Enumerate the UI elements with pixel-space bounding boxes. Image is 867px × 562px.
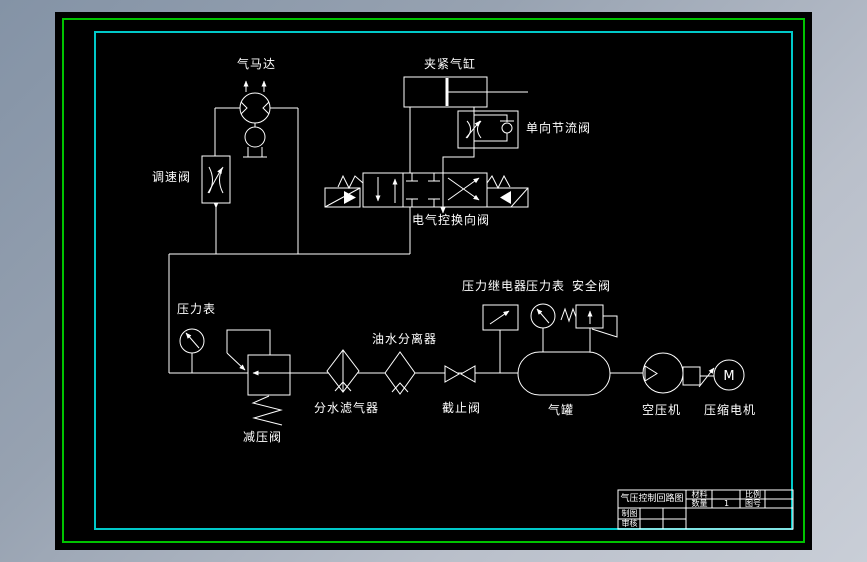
pressure-relay-symbol bbox=[483, 305, 518, 373]
label-pressure-gauge-tank: 压力表 bbox=[526, 279, 566, 293]
title-block-drafted-label: 制图 bbox=[621, 509, 638, 518]
air-filter-symbol bbox=[327, 350, 359, 392]
pressure-gauge-left-symbol bbox=[180, 329, 204, 373]
label-reducing-valve: 减压阀 bbox=[243, 430, 283, 444]
title-block-material-label: 材料 bbox=[691, 490, 708, 499]
label-air-tank: 气罐 bbox=[548, 403, 575, 417]
label-air-motor: 气马达 bbox=[237, 57, 277, 71]
air-compressor-symbol bbox=[643, 353, 683, 393]
safety-valve-symbol bbox=[561, 305, 617, 352]
motor-m-letter: M bbox=[723, 369, 734, 384]
label-air-filter: 分水滤气器 bbox=[314, 401, 380, 415]
drawing-outer-border bbox=[62, 18, 805, 543]
title-block-quantity-label: 数量 bbox=[691, 499, 708, 508]
label-safety-valve: 安全阀 bbox=[572, 279, 612, 293]
pressure-reducing-valve-symbol bbox=[227, 330, 290, 425]
title-block-drawing-no-label: 图号 bbox=[745, 499, 761, 508]
pressure-gauge-tank-symbol bbox=[531, 304, 555, 352]
electric-motor-symbol: M bbox=[714, 360, 744, 390]
label-speed-control-valve: 调速阀 bbox=[152, 170, 192, 184]
label-one-way-throttle: 单向节流阀 bbox=[526, 121, 592, 135]
label-oil-water-separator: 油水分离器 bbox=[372, 332, 438, 346]
title-block-quantity-value: 1 bbox=[723, 499, 730, 508]
drawing-canvas[interactable] bbox=[55, 12, 812, 550]
label-air-compressor: 空压机 bbox=[642, 403, 682, 417]
one-way-throttle-valve-symbol bbox=[443, 111, 518, 173]
label-clamp-cylinder: 夹紧气缸 bbox=[424, 57, 477, 71]
label-stop-valve: 截止阀 bbox=[442, 401, 482, 415]
oil-water-separator-symbol bbox=[385, 352, 415, 394]
coupling-symbol bbox=[683, 367, 714, 387]
air-tank-symbol bbox=[518, 352, 610, 395]
title-block-drawing-title: 气压控制回路图 bbox=[620, 494, 684, 504]
drawing-inner-frame bbox=[94, 31, 793, 530]
label-pressure-relay: 压力继电器 bbox=[462, 279, 528, 293]
title-block-grid bbox=[618, 490, 793, 529]
air-motor-symbol bbox=[215, 80, 298, 254]
title-block-checked-label: 审核 bbox=[621, 519, 638, 528]
directional-valve-symbol bbox=[325, 173, 528, 254]
speed-control-valve-symbol bbox=[202, 156, 230, 254]
title-block-scale-label: 比例 bbox=[745, 490, 761, 499]
label-directional-valve: 电气控换向阀 bbox=[412, 213, 491, 227]
clamp-cylinder-symbol bbox=[404, 77, 528, 173]
label-compressor-motor: 压缩电机 bbox=[704, 403, 757, 417]
stop-valve-symbol bbox=[445, 366, 475, 382]
label-pressure-gauge-left: 压力表 bbox=[177, 302, 217, 316]
